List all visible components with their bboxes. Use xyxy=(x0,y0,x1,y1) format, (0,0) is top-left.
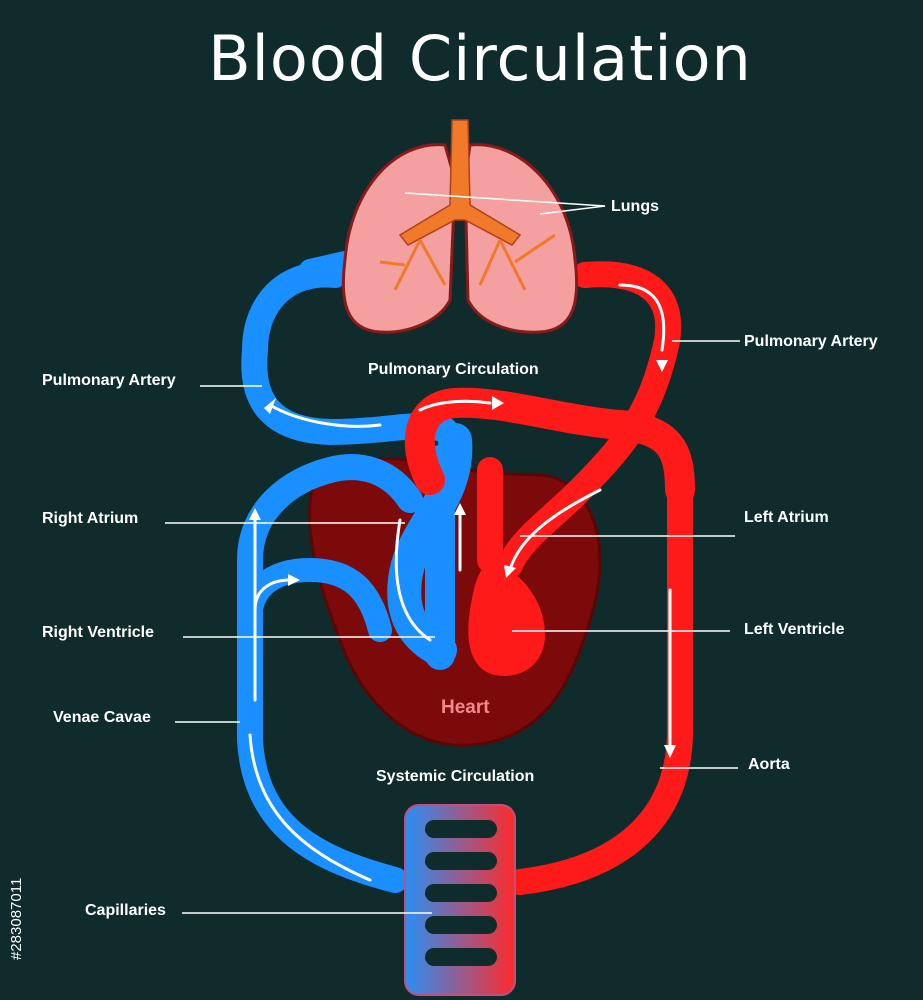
flow-arrows xyxy=(248,283,672,882)
label-aorta: Aorta xyxy=(748,756,790,773)
stock-id-text: #283087011 xyxy=(8,877,25,960)
left-pulmonary-vessel xyxy=(241,261,458,445)
label-heart: Heart xyxy=(441,697,490,718)
page-title: Blood Circulation xyxy=(208,22,752,95)
capillaries-shape xyxy=(404,804,516,996)
aortic-arch xyxy=(404,387,695,505)
left-lung xyxy=(341,143,457,334)
label-lungs: Lungs xyxy=(611,198,659,215)
label-pulmonary-circulation: Pulmonary Circulation xyxy=(368,361,539,378)
label-right-ventricle: Right Ventricle xyxy=(42,624,155,641)
left-ventricle-shape xyxy=(468,560,545,676)
label-left-atrium: Left Atrium xyxy=(744,509,829,526)
right-lung xyxy=(463,143,579,334)
lungs-shape xyxy=(341,119,579,334)
label-left-ventricle: Left Ventricle xyxy=(744,621,845,638)
label-pulmonary-artery-left: Pulmonary Artery xyxy=(42,372,176,389)
label-capillaries: Capillaries xyxy=(85,902,166,919)
arrow-heads xyxy=(249,360,676,758)
descending-aorta xyxy=(507,477,693,895)
trachea xyxy=(398,119,522,246)
left-bronchi xyxy=(379,239,447,291)
leader-lines xyxy=(165,192,740,914)
label-pulmonary-artery-right: Pulmonary Artery xyxy=(744,333,878,350)
label-right-atrium: Right Atrium xyxy=(42,510,139,527)
right-bronchi xyxy=(478,233,556,291)
label-venae-cavae: Venae Cavae xyxy=(53,709,151,726)
label-systemic-circulation: Systemic Circulation xyxy=(376,768,535,785)
left-lung-connection xyxy=(299,251,356,281)
